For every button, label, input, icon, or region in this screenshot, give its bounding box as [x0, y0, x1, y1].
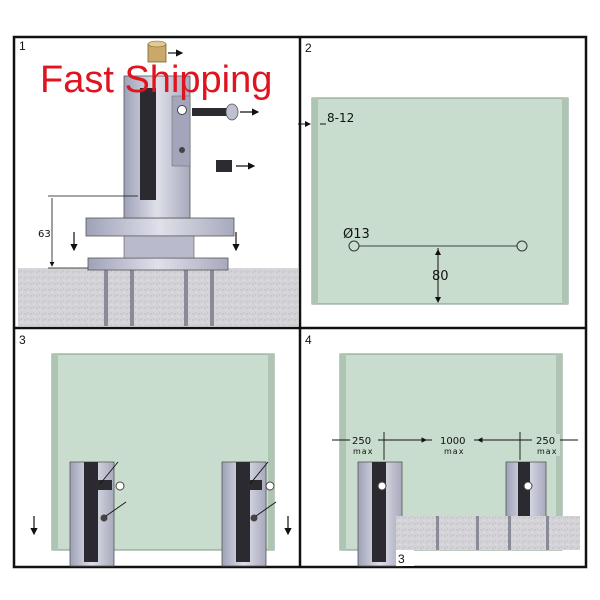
step-label-1: 1 [19, 39, 26, 53]
cover-plate [85, 217, 235, 237]
right-spacing-unit: max [537, 447, 557, 456]
set-screw-hole [179, 147, 185, 153]
anchor-bolt [210, 268, 214, 326]
glass-panel [311, 97, 569, 305]
anchor-bolt [130, 268, 134, 326]
height-dimension: 63 [38, 229, 51, 240]
bolt-icon [96, 480, 112, 490]
step-label-2: 2 [305, 41, 312, 55]
screw-hole [177, 105, 187, 115]
set-screw-icon [250, 514, 258, 522]
right-spacing: 250 [536, 436, 555, 447]
middle-spacing-unit: max [444, 447, 464, 456]
edge-distance: 80 [432, 269, 449, 284]
middle-spacing: 1000 [440, 436, 465, 447]
hole-diameter: Ø13 [343, 227, 370, 242]
left-spacing: 250 [352, 436, 371, 447]
inset-label: 3 [398, 552, 405, 566]
left-spacing-unit: max [353, 447, 373, 456]
panel-2-glass-drilling: 8-12 Ø13 80 [298, 97, 569, 305]
concrete-slab [18, 268, 298, 326]
bolt-icon [192, 108, 228, 116]
panel-3-mounted-glass [30, 353, 292, 567]
inset-concrete [396, 516, 580, 550]
frame-grid [12, 35, 588, 569]
dim-63 [48, 195, 138, 269]
bolt-icon [246, 480, 262, 490]
post-stub [123, 235, 195, 259]
screw-hole [265, 481, 275, 491]
gap-dimension: 8-12 [327, 111, 354, 125]
screw-hole [115, 481, 125, 491]
base-plate [87, 257, 229, 271]
panel-1-clamp-base: 63 [18, 40, 298, 326]
fast-shipping-banner: Fast Shipping [40, 59, 272, 101]
set-screw-icon [216, 160, 232, 172]
anchor-bolt [184, 268, 188, 326]
panel-4-spacing: 250 max 1000 max 250 max 3 [332, 353, 580, 567]
glass-slot [140, 88, 156, 200]
anchor-bolt [104, 268, 108, 326]
step-label-3: 3 [19, 333, 26, 347]
set-screw-icon [100, 514, 108, 522]
step-label-4: 4 [305, 333, 312, 347]
